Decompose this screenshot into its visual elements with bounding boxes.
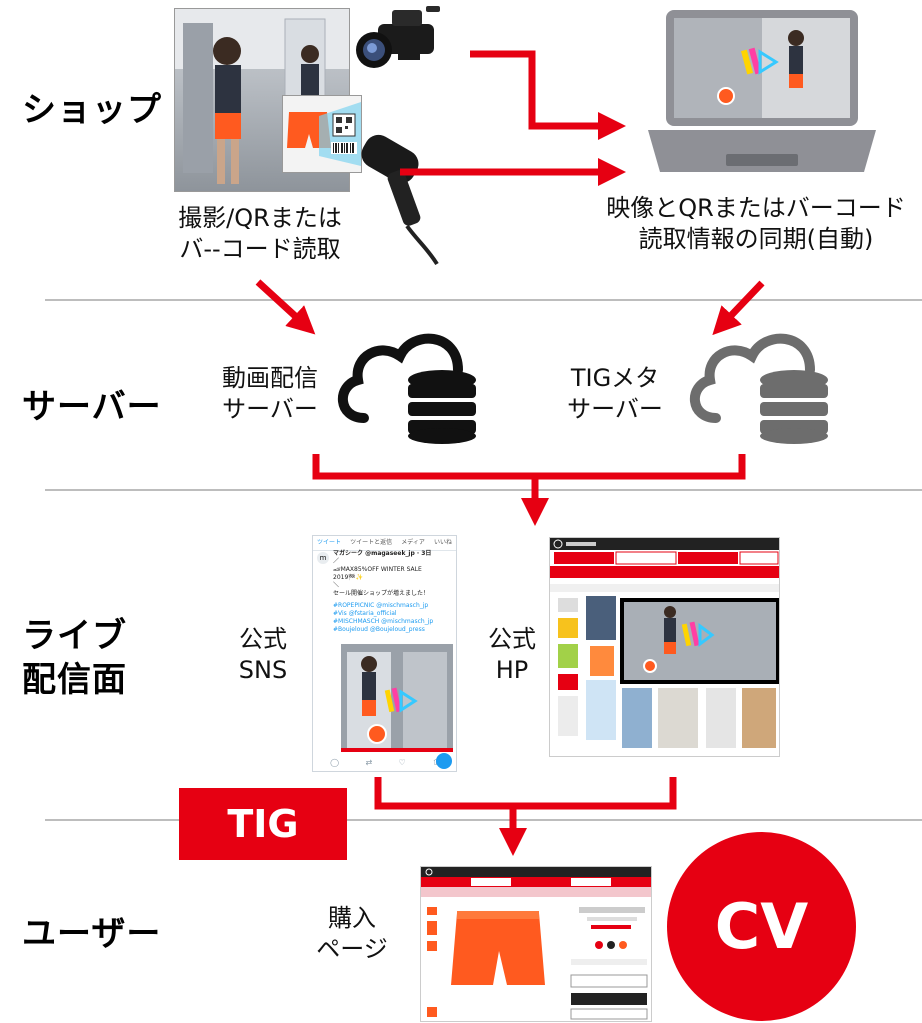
tweet-line: ／: [333, 558, 340, 565]
divider-shop-server: [45, 299, 922, 301]
arrow-laptop-to-tig-server: [712, 280, 765, 336]
tweet-line: #MISCHMASCH @mischmasch_jp: [333, 618, 434, 625]
arrow-shop-to-video-server: [255, 279, 316, 335]
arrow-camera-to-laptop: [470, 50, 626, 140]
video-camera-icon: [356, 6, 440, 68]
avatar: m: [317, 552, 329, 564]
like-icon[interactable]: ♡: [398, 758, 406, 767]
tig-badge: TIG: [179, 788, 347, 860]
tweet-video[interactable]: [341, 644, 453, 752]
reply-icon[interactable]: ◯: [330, 758, 340, 767]
tweet-line: #ROPEPICNIC @mischmasch_jp: [333, 602, 429, 609]
sns-label: 公式 SNS: [238, 625, 288, 684]
section-label-shop: ショップ: [22, 90, 162, 130]
hp-screen: [549, 537, 780, 757]
share-icon[interactable]: ⇧: [432, 759, 439, 767]
tweet-line: 🏎MAX85%OFF WINTER SALE: [333, 566, 422, 573]
cv-badge: CV: [667, 832, 856, 1021]
twitter-tab[interactable]: メディア: [401, 539, 425, 546]
tweet-line: #Boujeloud @Boujeloud_press: [333, 626, 425, 633]
tweet-line: ＼: [333, 582, 340, 589]
tweet-text: マガシーク @magaseek_jp · 3日 ／ 🏎MAX85%OFF WIN…: [333, 550, 453, 634]
twitter-screen: ツイート ツイートと返信 メディア いいね m マガシーク @magaseek_…: [312, 535, 457, 772]
compose-icon[interactable]: [436, 753, 452, 769]
tweet-line: 2019🏁✨: [333, 574, 364, 581]
cloud-database-icon-tig: [689, 333, 828, 444]
tweet-actions: ◯ ⇄ ♡ ⇧: [317, 759, 452, 767]
laptop-icon: [648, 10, 876, 172]
live-merge-line: [374, 777, 677, 810]
twitter-tab[interactable]: ツイートと返信: [350, 539, 393, 546]
shop-photo-scene: [175, 9, 349, 184]
divider-server-live: [45, 489, 922, 491]
twitter-tab[interactable]: ツイート: [317, 539, 342, 546]
tweet-line: #Vis @fstaria_official: [333, 610, 397, 617]
hp-mock-graphic: [550, 538, 779, 748]
tweet-line: セール開催ショップが増えました！: [333, 590, 430, 597]
section-label-live: ライブ 配信面: [22, 616, 127, 700]
shop-photo: [174, 8, 350, 192]
twitter-tab[interactable]: いいね: [433, 539, 452, 546]
tweet-line: マガシーク @magaseek_jp · 3日: [333, 550, 432, 557]
sync-caption: 映像とQRまたはバーコード 読取情報の同期(自動): [606, 194, 906, 253]
purchase-mock-graphic: [421, 867, 651, 1020]
retweet-icon[interactable]: ⇄: [365, 758, 373, 767]
divider-live-user: [45, 819, 922, 821]
tig-meta-server-label: TIGメタ サーバー: [567, 364, 663, 423]
section-label-server: サーバー: [22, 387, 162, 427]
video-server-label: 動画配信 サーバー: [222, 364, 318, 423]
cloud-database-icon-video: [337, 333, 476, 444]
shop-inset-product: [282, 95, 362, 173]
twitter-tabs: ツイート ツイートと返信 メディア いいね: [313, 536, 456, 551]
server-merge-line: [312, 454, 746, 480]
hp-label: 公式 HP: [488, 625, 536, 684]
purchase-page-label: 購入 ページ: [316, 904, 388, 963]
inset-scene: [287, 102, 361, 166]
purchase-page-screen: [420, 866, 652, 1022]
section-label-user: ユーザー: [22, 914, 162, 954]
capture-caption: 撮影/QRまたは バ--コード読取: [178, 204, 342, 263]
